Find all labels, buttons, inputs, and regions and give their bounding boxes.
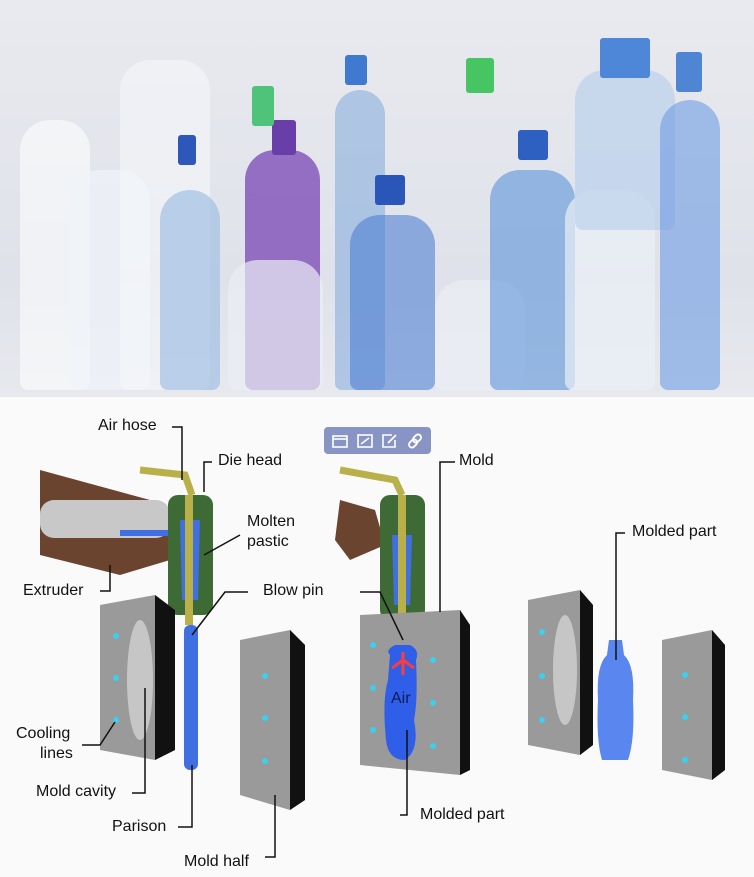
label-molten-plastic-2: pastic (247, 533, 289, 550)
label-air-hose: Air hose (98, 417, 157, 434)
molded-part-in-mold (384, 645, 418, 760)
bottle (575, 70, 675, 230)
bottle (660, 100, 720, 390)
bottle-cap (600, 38, 650, 78)
label-molded-part-center: Molded part (420, 806, 505, 823)
bottle-cap (178, 135, 196, 165)
parison-graphic (184, 625, 198, 770)
link-icon[interactable] (405, 431, 425, 451)
extruder-cut-graphic (335, 500, 385, 560)
air-arrows (391, 652, 415, 675)
label-molten-plastic-1: Molten (247, 513, 296, 530)
bottle-cap (272, 120, 296, 155)
mold-half-right-open (662, 630, 725, 780)
mold-half-right (240, 630, 305, 810)
edit-icon[interactable] (380, 431, 400, 451)
bottle (490, 170, 575, 390)
bottle-cap (345, 55, 367, 85)
mold-half-left-open (528, 590, 593, 755)
bottle (350, 215, 435, 390)
bottle-cap (676, 52, 702, 92)
bottle-cap (375, 175, 405, 205)
cooling-lines-dots (113, 633, 268, 764)
label-air: Air (391, 690, 411, 707)
extruder-graphic (40, 470, 190, 575)
label-cooling-lines-2: lines (40, 745, 73, 762)
label-mold-cavity: Mold cavity (36, 783, 117, 800)
label-parison: Parison (112, 818, 167, 835)
bottle-cap (466, 58, 494, 93)
label-mold-half: Mold half (184, 853, 249, 870)
folder-icon[interactable] (330, 431, 350, 451)
label-blow-pin: Blow pin (263, 582, 324, 599)
air-hose-graphic (185, 495, 193, 625)
bottles-photo (0, 0, 754, 397)
bottle (228, 260, 323, 390)
label-cooling-lines-1: Cooling (16, 725, 71, 742)
bottle-cap (252, 86, 274, 126)
label-die-head: Die head (218, 452, 283, 469)
image-toolbar (324, 427, 431, 454)
bottle (160, 190, 220, 390)
label-molded-part-right: Molded part (632, 523, 717, 540)
image-icon[interactable] (355, 431, 375, 451)
label-mold: Mold (459, 452, 494, 469)
label-extruder: Extruder (23, 582, 84, 599)
mold-half-left (100, 595, 175, 760)
bottle-cap (518, 130, 548, 160)
molded-part-bottle (597, 640, 634, 760)
leader-lines (82, 426, 625, 858)
